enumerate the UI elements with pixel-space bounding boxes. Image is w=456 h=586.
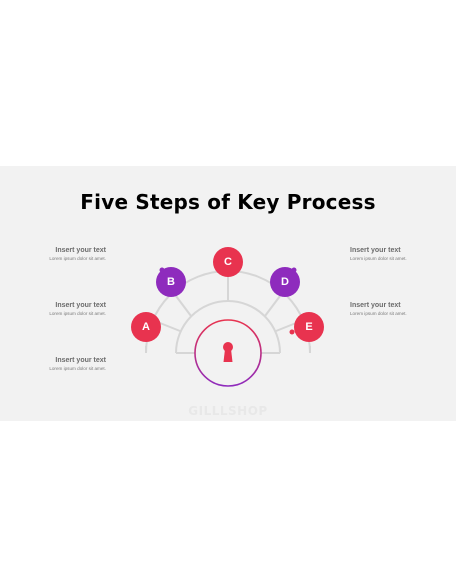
left-text-3-body: Lorem ipsum dolor sit amet. <box>49 366 106 371</box>
right-text-1-heading: Insert your text <box>350 247 401 254</box>
key-process-diagram <box>138 247 311 387</box>
step-circle-b: B <box>156 267 186 297</box>
slide: Five Steps of Key Process <box>0 166 456 421</box>
right-text-2-heading: Insert your text <box>350 302 401 309</box>
right-text-1: Insert your text Lorem ipsum dolor sit a… <box>350 246 440 263</box>
slide-title: Five Steps of Key Process <box>80 190 376 214</box>
watermark: GILLLSHOP <box>188 404 268 418</box>
step-circle-c: C <box>213 247 243 277</box>
left-text-2: Insert your text Lorem ipsum dolor sit a… <box>16 301 106 318</box>
step-circle-e: E <box>294 312 324 342</box>
left-text-1: Insert your text Lorem ipsum dolor sit a… <box>16 246 106 263</box>
left-text-3-heading: Insert your text <box>55 357 106 364</box>
right-text-2-body: Lorem ipsum dolor sit amet. <box>350 311 407 316</box>
left-text-3: Insert your text Lorem ipsum dolor sit a… <box>16 356 106 373</box>
right-text-2: Insert your text Lorem ipsum dolor sit a… <box>350 301 440 318</box>
step-circle-d: D <box>270 267 300 297</box>
left-text-2-body: Lorem ipsum dolor sit amet. <box>49 311 106 316</box>
left-text-1-heading: Insert your text <box>55 247 106 254</box>
dot-e <box>289 329 295 335</box>
left-text-2-heading: Insert your text <box>55 302 106 309</box>
keyhole-icon <box>223 342 233 362</box>
left-text-1-body: Lorem ipsum dolor sit amet. <box>49 256 106 261</box>
step-circle-a: A <box>131 312 161 342</box>
right-text-1-body: Lorem ipsum dolor sit amet. <box>350 256 407 261</box>
